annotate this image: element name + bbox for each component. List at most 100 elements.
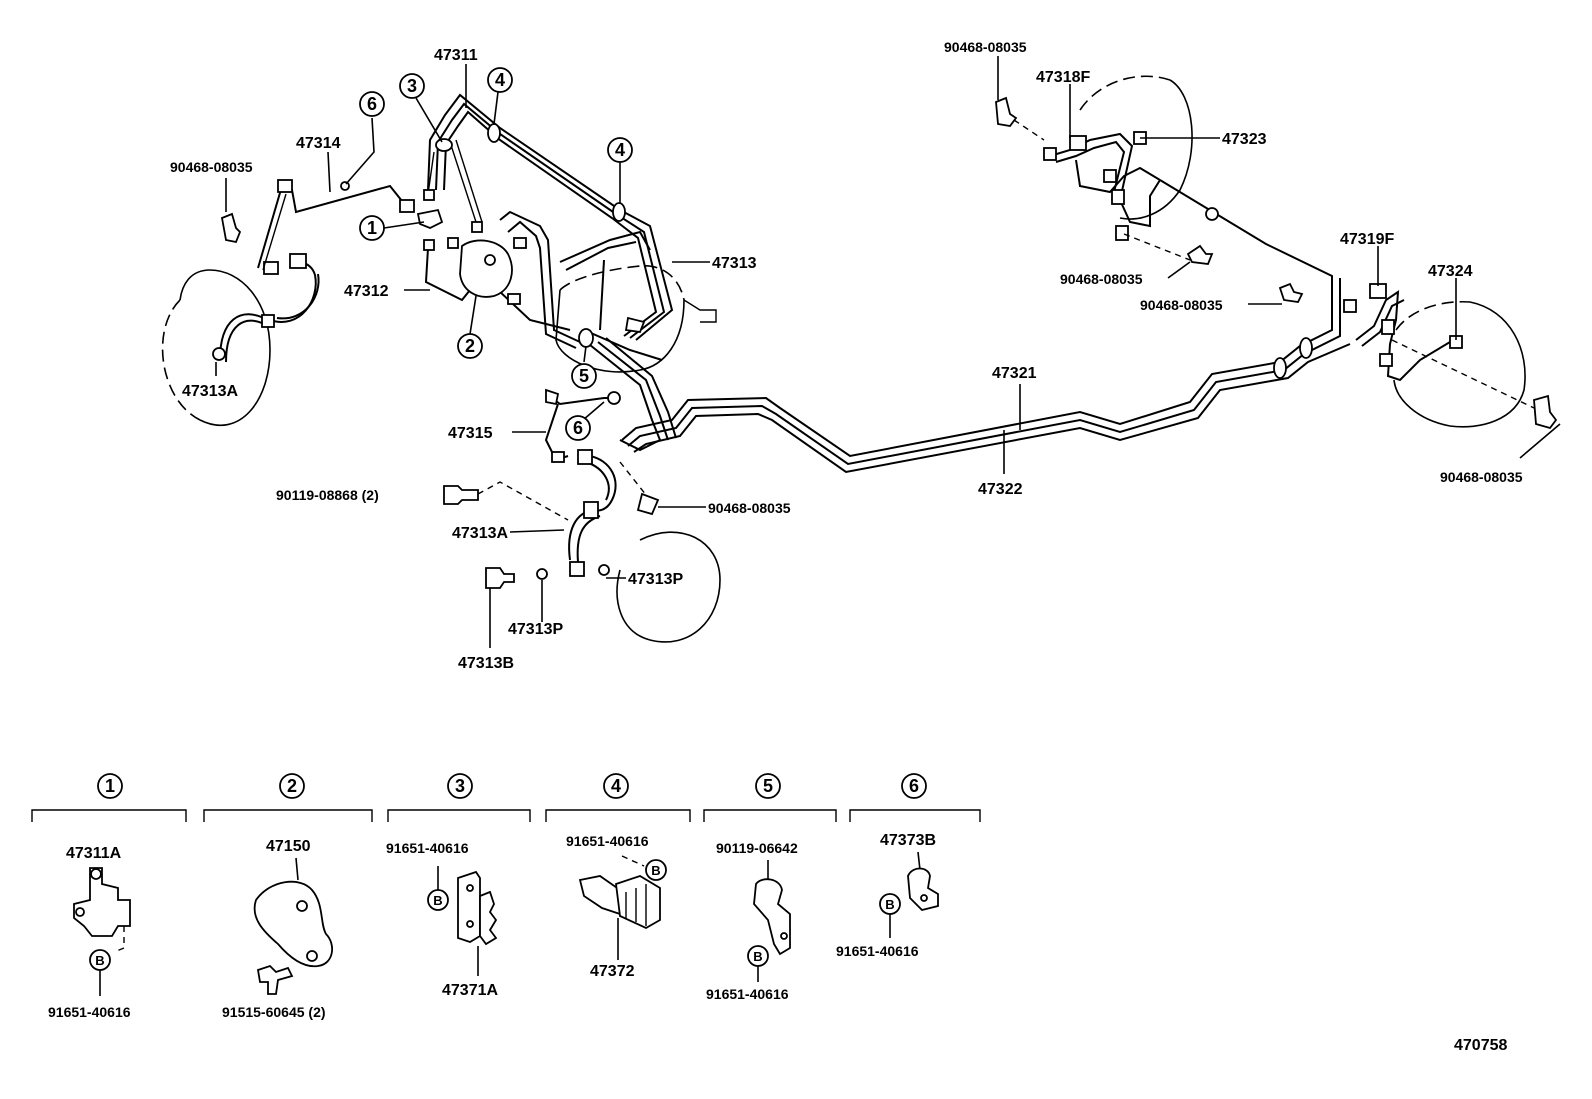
legend-group-6: 6 47373B B 91651-40616 bbox=[836, 773, 981, 959]
tube-clamp-icon bbox=[487, 123, 501, 143]
tube-nut-icon bbox=[471, 221, 483, 233]
svg-text:6: 6 bbox=[367, 94, 377, 114]
tube-nut-icon bbox=[1043, 147, 1057, 161]
front-right-brake-hose bbox=[443, 449, 721, 643]
clip-icon bbox=[1186, 244, 1214, 265]
legend-6-part: 47373B bbox=[880, 832, 936, 849]
tube-nut-icon bbox=[1343, 299, 1357, 313]
clip-icon bbox=[636, 492, 660, 516]
part-labels: 47311 47314 90468-08035 47312 47313 4731… bbox=[170, 39, 1523, 672]
rear-main-tubes bbox=[621, 179, 1351, 474]
callout-4-right: 4 bbox=[607, 137, 633, 163]
rear-upper-brake-assembly bbox=[995, 75, 1304, 303]
legend-3-part: 47371A bbox=[442, 982, 498, 999]
bolt-ref-b-icon: B bbox=[427, 889, 449, 911]
svg-text:B: B bbox=[753, 949, 762, 964]
label-47322: 47322 bbox=[978, 481, 1023, 498]
washer-icon bbox=[598, 564, 610, 576]
svg-text:4: 4 bbox=[615, 140, 625, 160]
tube-nut-icon bbox=[399, 199, 415, 213]
svg-text:1: 1 bbox=[367, 218, 377, 238]
clip-icon bbox=[220, 212, 242, 244]
clamp-icon bbox=[607, 391, 621, 405]
clamp-icon bbox=[907, 867, 939, 911]
tube-nut-icon bbox=[545, 388, 560, 406]
diagram-id: 470758 bbox=[1454, 1037, 1507, 1054]
label-47314: 47314 bbox=[296, 135, 341, 152]
svg-text:B: B bbox=[433, 893, 442, 908]
tube-nut-icon bbox=[423, 189, 435, 201]
tube-clamp-icon bbox=[578, 328, 594, 348]
tube-nut-icon bbox=[551, 451, 565, 463]
legend-2-bolt: 91515-60645 (2) bbox=[222, 1004, 326, 1020]
tube-nut-icon bbox=[277, 179, 293, 193]
svg-text:6: 6 bbox=[909, 776, 919, 796]
legend-group-3: 3 91651-40616 B 47371A bbox=[386, 773, 531, 999]
fitting-icon bbox=[624, 316, 646, 333]
svg-text:4: 4 bbox=[611, 776, 621, 796]
diagram-callouts: 1 2 3 4 4 5 6 6 bbox=[359, 67, 633, 441]
tube-nut-icon bbox=[507, 293, 521, 305]
svg-text:B: B bbox=[885, 897, 894, 912]
hose-fitting-icon bbox=[1369, 283, 1387, 299]
tube-nut-icon bbox=[1379, 353, 1393, 367]
label-90468-08035-mid-b: 90468-08035 bbox=[1140, 297, 1223, 313]
clamp-icon bbox=[1205, 207, 1219, 221]
tube-47314 bbox=[257, 179, 415, 271]
bolt-ref-b-icon: B bbox=[645, 859, 667, 881]
tube-nut-icon bbox=[423, 239, 435, 251]
hose-fitting-icon bbox=[569, 561, 585, 577]
tube-clamp-icon bbox=[435, 138, 453, 152]
bolt-icon bbox=[256, 964, 294, 995]
leader-lines bbox=[215, 56, 1561, 648]
hose-fitting-icon bbox=[1381, 319, 1395, 335]
label-47313p-right: 47313P bbox=[628, 571, 683, 588]
tube-nut-icon bbox=[513, 237, 527, 249]
svg-text:6: 6 bbox=[573, 418, 583, 438]
legend-4-part: 47372 bbox=[590, 963, 635, 980]
svg-text:2: 2 bbox=[465, 336, 475, 356]
legend-group-4: 4 91651-40616 B 47372 bbox=[545, 773, 691, 980]
hose-fitting-icon bbox=[289, 253, 307, 269]
hose-fitting-icon bbox=[212, 347, 226, 361]
proportioning-valve-icon bbox=[459, 239, 513, 298]
tube-nut-icon bbox=[1111, 189, 1125, 205]
label-90119-08868: 90119-08868 (2) bbox=[276, 487, 379, 503]
legend-6-bolt: 91651-40616 bbox=[836, 943, 919, 959]
svg-text:4: 4 bbox=[495, 70, 505, 90]
svg-text:5: 5 bbox=[763, 776, 773, 796]
callout-6-bottom: 6 bbox=[565, 415, 591, 441]
svg-text:2: 2 bbox=[287, 776, 297, 796]
three-way-joint-icon bbox=[73, 867, 131, 937]
legend-group-5: 5 90119-06642 B 91651-40616 bbox=[703, 773, 837, 1002]
label-47313a-center: 47313A bbox=[452, 525, 508, 542]
clip-icon bbox=[1278, 282, 1304, 303]
bolt-ref-b-icon: B bbox=[89, 949, 111, 971]
label-47315: 47315 bbox=[448, 425, 493, 442]
front-left-brake-assembly bbox=[161, 253, 320, 426]
label-47318f: 47318F bbox=[1036, 69, 1090, 86]
tube-clamp-icon bbox=[578, 875, 621, 916]
label-47323: 47323 bbox=[1222, 131, 1267, 148]
svg-text:3: 3 bbox=[455, 776, 465, 796]
legend-2-part: 47150 bbox=[266, 838, 311, 855]
legend-1-part: 47311A bbox=[66, 845, 122, 862]
tube-clamp-icon bbox=[457, 870, 481, 943]
legend-5-bolt: 91651-40616 bbox=[706, 986, 789, 1002]
tube-clamp-icon bbox=[1299, 337, 1313, 359]
svg-text:5: 5 bbox=[579, 366, 589, 386]
callout-3: 3 bbox=[399, 73, 425, 99]
tube-clamp-icon bbox=[612, 202, 626, 222]
svg-text:B: B bbox=[95, 953, 104, 968]
svg-text:1: 1 bbox=[105, 776, 115, 796]
label-47313p-left: 47313P bbox=[508, 621, 563, 638]
label-47313: 47313 bbox=[712, 255, 757, 272]
bolt-icon bbox=[443, 485, 479, 505]
label-90468-08035-right: 90468-08035 bbox=[1440, 469, 1523, 485]
tube-nut-icon bbox=[447, 237, 459, 249]
legend-group-1: 1 47311A B 91651-40616 bbox=[31, 773, 187, 1020]
hose-fitting-icon bbox=[1103, 169, 1117, 183]
tube-clamp-icon bbox=[753, 878, 791, 956]
label-90468-08035-mid-a: 90468-08035 bbox=[1060, 271, 1143, 287]
